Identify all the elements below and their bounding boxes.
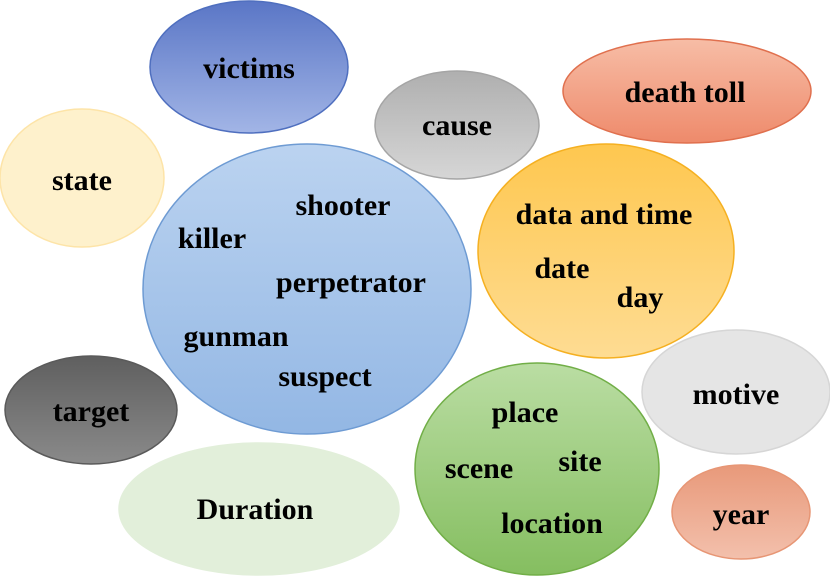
- bubble-target-shape: [4, 355, 178, 465]
- term-suspect: suspect: [278, 360, 371, 393]
- bubble-death-toll-shape: [562, 38, 812, 144]
- bubble-datetime: data and time date day: [477, 143, 735, 359]
- term-place: place: [492, 396, 559, 429]
- bubble-motive-shape: [641, 329, 830, 455]
- term-gunman: gunman: [183, 320, 288, 353]
- term-state: state: [52, 164, 112, 197]
- bubble-duration: Duration: [118, 442, 400, 576]
- term-data-and-time: data and time: [516, 198, 693, 231]
- bubble-shooter-shape: [142, 143, 472, 435]
- bubble-death-toll: death toll: [562, 38, 812, 144]
- bubble-motive: motive: [641, 329, 830, 455]
- term-death-toll: death toll: [625, 76, 746, 109]
- bubble-duration-shape: [118, 442, 400, 576]
- term-day: day: [617, 281, 664, 314]
- bubble-state: state: [0, 108, 165, 248]
- term-site: site: [558, 445, 601, 478]
- term-year: year: [713, 498, 770, 531]
- bubble-place: place site scene location: [414, 362, 660, 576]
- bubble-datetime-shape: [477, 143, 735, 359]
- term-location: location: [501, 507, 603, 540]
- bubble-shooter: shooter killer perpetrator gunman suspec…: [142, 143, 472, 435]
- term-shooter: shooter: [296, 189, 391, 222]
- bubble-year-shape: [671, 464, 811, 560]
- bubble-state-shape: [0, 108, 165, 248]
- term-scene: scene: [445, 452, 513, 485]
- bubble-victims: victims: [149, 0, 349, 134]
- bubble-year: year: [671, 464, 811, 560]
- bubble-victims-shape: [149, 0, 349, 134]
- bubble-target: target: [4, 355, 178, 465]
- term-target: target: [53, 395, 130, 428]
- term-duration: Duration: [197, 493, 314, 526]
- bubble-cause-shape: [374, 70, 540, 180]
- bubble-place-shape: [414, 362, 660, 576]
- term-victims: victims: [203, 52, 295, 85]
- bubble-cause: cause: [374, 70, 540, 180]
- term-killer: killer: [178, 222, 246, 255]
- term-perpetrator: perpetrator: [276, 266, 426, 299]
- term-cause: cause: [422, 109, 492, 142]
- term-motive: motive: [693, 378, 780, 411]
- term-date: date: [535, 252, 590, 285]
